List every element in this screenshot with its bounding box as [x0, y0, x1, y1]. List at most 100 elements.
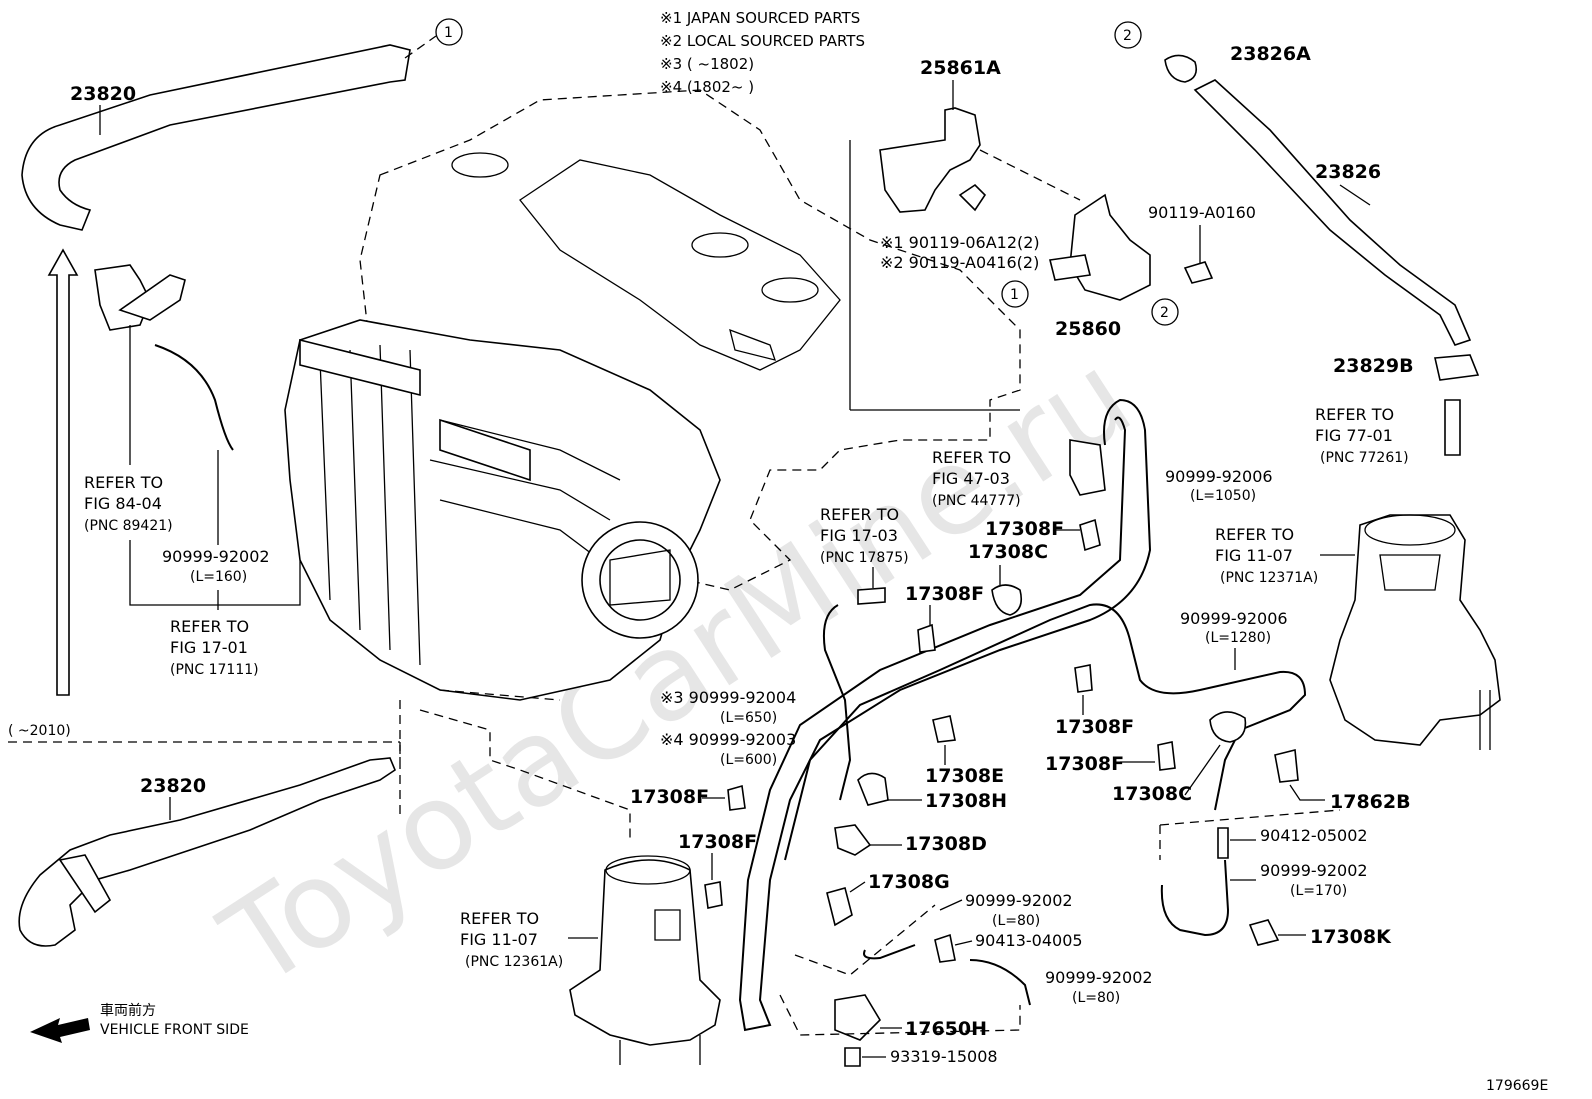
label-90999-92006-a: 90999-92006: [1165, 467, 1273, 486]
svg-text:REFER TO: REFER TO: [84, 473, 163, 492]
clamp-17308d: [834, 824, 872, 856]
svg-text:FIG 17-01: FIG 17-01: [170, 638, 248, 657]
label-90119-a0160: 90119-A0160: [1148, 203, 1256, 222]
leader-dash-25861a: [979, 149, 1081, 201]
sensor-44777: [1069, 439, 1106, 496]
label-90999-92002-b: 90999-92002: [965, 891, 1073, 910]
engine-mount-12371a: [1329, 514, 1501, 750]
ref-fig-84-04: REFER TO FIG 84-04 (PNC 89421): [84, 325, 173, 534]
fitting-90413: [934, 933, 956, 963]
svg-text:REFER TO: REFER TO: [1215, 525, 1294, 544]
label-17308f-4: 17308F: [1045, 753, 1124, 775]
intake-manifold: [284, 319, 721, 701]
label-l170: (L=170): [1290, 883, 1347, 899]
fitting-17875: [857, 587, 886, 605]
label-90119-06a12: ※1 90119-06A12(2): [880, 233, 1040, 252]
label-23826: 23826: [1315, 161, 1381, 183]
hose-90999-92002-d: [1160, 859, 1230, 937]
clamp-17308c-1: [991, 584, 1023, 616]
label-90999-92006-b: 90999-92006: [1180, 609, 1288, 628]
label-17308f-6: 17308F: [630, 786, 709, 808]
date-range: ( ~2010): [8, 723, 71, 739]
notes: ※1 JAPAN SOURCED PARTS ※2 LOCAL SOURCED …: [660, 9, 865, 96]
svg-text:(PNC 12371A): (PNC 12371A): [1220, 570, 1318, 586]
label-l1280: (L=1280): [1205, 630, 1271, 646]
leader-17308c-2: [1184, 744, 1221, 796]
clamp-17308e: [932, 715, 956, 743]
dash-group-right: [1159, 809, 1341, 860]
clamp-17308f-4: [1157, 741, 1176, 771]
svg-text:FIG 84-04: FIG 84-04: [84, 494, 162, 513]
clamp-17308c-2: [1209, 711, 1247, 743]
svg-text:REFER TO: REFER TO: [932, 448, 1011, 467]
label-l1050: (L=1050): [1190, 488, 1256, 504]
sensor-89421: [94, 264, 234, 451]
label-17308f-1: 17308F: [985, 518, 1064, 540]
label-17308c-2: 17308C: [1112, 783, 1192, 805]
hose-23820-top: [21, 44, 411, 231]
vsv-25860: [1049, 193, 1151, 301]
ref-fig-47-03: REFER TO FIG 47-03 (PNC 44777): [932, 448, 1021, 509]
clamp-23826a: [1164, 54, 1198, 83]
label-17308h: 17308H: [925, 790, 1007, 812]
clamp-17862b: [1274, 748, 1299, 783]
callout-2-top: [1114, 21, 1142, 49]
svg-text:REFER TO: REFER TO: [460, 909, 539, 928]
label-90999-92002-c: 90999-92002: [1045, 968, 1153, 987]
label-90999-92003: ※4 90999-92003: [660, 730, 796, 749]
hose-23820-bottom: [18, 757, 396, 947]
svg-text:※4 (1802~ ): ※4 (1802~ ): [660, 78, 754, 96]
diagram-id: 179669E: [1486, 1078, 1548, 1094]
clamp-17308f-2: [917, 623, 936, 653]
svg-text:(PNC 17111): (PNC 17111): [170, 662, 259, 678]
label-17308g: 17308G: [868, 871, 950, 893]
vsv-17650h: [834, 994, 882, 1041]
clamp-17308f-7: [704, 881, 723, 909]
label-17308k: 17308K: [1310, 926, 1392, 948]
hose-90999-92004: [822, 604, 852, 801]
clamp-23820-bottom: [58, 854, 112, 914]
bracket-left: [129, 540, 301, 606]
vehicle-front-en: VEHICLE FRONT SIDE: [100, 1022, 249, 1038]
clamp-17308f-1: [1079, 518, 1101, 552]
leader-23826: [1339, 184, 1371, 206]
svg-text:(PNC 44777): (PNC 44777): [932, 493, 1021, 509]
clamp-17308f-6: [727, 784, 746, 811]
leader-17862b: [1289, 784, 1325, 801]
clamp-17308g: [826, 887, 853, 927]
ref-fig-11-07-b: REFER TO FIG 11-07 (PNC 12361A): [460, 909, 563, 970]
label-90412: 90412-05002: [1260, 826, 1368, 845]
label-23826a: 23826A: [1230, 43, 1311, 65]
vehicle-front-arrow: [30, 1018, 90, 1043]
ref-fig-17-03: REFER TO FIG 17-03 (PNC 17875): [820, 505, 909, 566]
label-25860: 25860: [1055, 318, 1121, 340]
callout-2-top-text: 2: [1123, 28, 1132, 44]
svg-text:FIG 47-03: FIG 47-03: [932, 469, 1010, 488]
svg-text:FIG 17-03: FIG 17-03: [820, 526, 898, 545]
ref-fig-11-07-a: REFER TO FIG 11-07 (PNC 12371A): [1215, 525, 1318, 586]
label-17862b: 17862B: [1330, 791, 1411, 813]
label-17308e: 17308E: [925, 765, 1004, 787]
label-l80-a: (L=80): [992, 913, 1040, 929]
callout-1-top: [435, 18, 463, 46]
svg-text:(PNC 89421): (PNC 89421): [84, 518, 173, 534]
label-90999-92004: ※3 90999-92004: [660, 688, 796, 707]
clamp-23829b: [1434, 354, 1480, 381]
bolt-90119-a0160: [1183, 261, 1214, 284]
dash-group-bottom: [779, 904, 1021, 1036]
label-l160: (L=160): [190, 569, 247, 585]
hose-90999-92006-l1050: [738, 398, 1152, 1032]
callout-2-mid-text: 2: [1160, 305, 1169, 321]
label-l650: (L=650): [720, 710, 777, 726]
svg-text:(PNC 12361A): (PNC 12361A): [465, 954, 563, 970]
svg-text:FIG 11-07: FIG 11-07: [1215, 546, 1293, 565]
label-17308d: 17308D: [905, 833, 987, 855]
svg-text:※1 JAPAN SOURCED PARTS: ※1 JAPAN SOURCED PARTS: [660, 9, 860, 27]
callout-1-mid: [1001, 280, 1029, 308]
label-17308f-2: 17308F: [905, 583, 984, 605]
label-90413: 90413-04005: [975, 931, 1083, 950]
label-l80-b: (L=80): [1072, 990, 1120, 1006]
svg-text:REFER TO: REFER TO: [1315, 405, 1394, 424]
vehicle-front-jp: 車両前方: [100, 1002, 156, 1019]
